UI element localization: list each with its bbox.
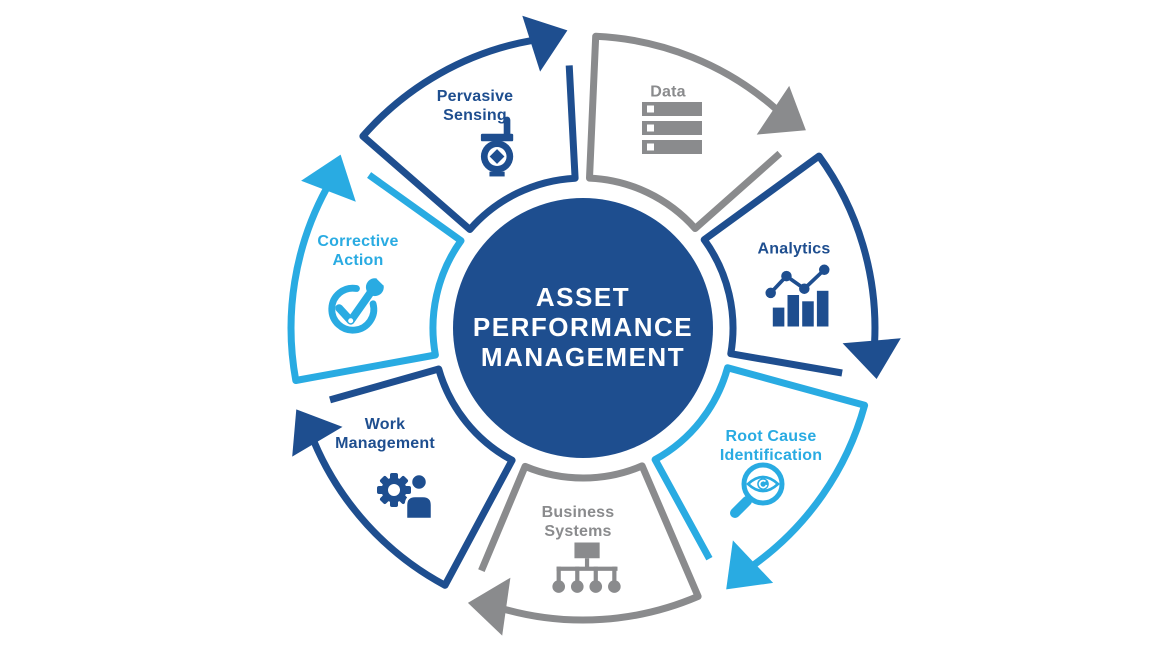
segment-arc-root-cause-identification [651, 364, 869, 568]
gear-person-icon [377, 472, 434, 521]
segment-arrowhead-pervasive-sensing [522, 15, 568, 72]
sensor-transmitter-icon [480, 116, 514, 177]
segment-label-work-management: Work Management [335, 416, 435, 452]
center-title: ASSET PERFORMANCE MANAGEMENT [473, 282, 693, 372]
segment-arrowhead-work-management [292, 409, 343, 457]
segment-arrowhead-root-cause-identification [726, 540, 774, 590]
center-circle [453, 198, 713, 458]
segment-arc-business-systems [478, 462, 702, 624]
segment-label-root-cause-identification: Root Cause Identification [719, 428, 823, 464]
center-title-line3: MANAGEMENT [480, 342, 686, 372]
segment-arc-work-management [310, 365, 516, 589]
segment-label-pervasive-sensing: Pervasive Sensing [436, 88, 514, 124]
segment-arc-corrective-action [287, 172, 465, 384]
bar-line-chart-icon [765, 264, 830, 327]
org-chart-icon [552, 542, 621, 593]
segment-arrowhead-corrective-action [301, 154, 356, 202]
server-stack-icon [642, 102, 702, 154]
center-title-line2: PERFORMANCE [472, 312, 694, 342]
center-title-line1: ASSET [535, 282, 631, 312]
segment-arrowhead-analytics [842, 338, 901, 379]
segment-arrowhead-business-systems [467, 577, 511, 636]
segment-arrowhead-data [756, 85, 806, 135]
segment-label-corrective-action: Corrective Action [317, 233, 399, 269]
segment-label-data: Data [650, 83, 686, 101]
check-wrench-icon [328, 272, 390, 334]
segment-arc-data [586, 32, 783, 232]
segment-label-analytics: Analytics [757, 240, 831, 258]
segment-arc-pervasive-sensing [359, 36, 579, 233]
segment-label-business-systems: Business Systems [541, 504, 615, 540]
magnifier-eye-icon [730, 462, 785, 518]
segment-arc-analytics [700, 152, 879, 377]
